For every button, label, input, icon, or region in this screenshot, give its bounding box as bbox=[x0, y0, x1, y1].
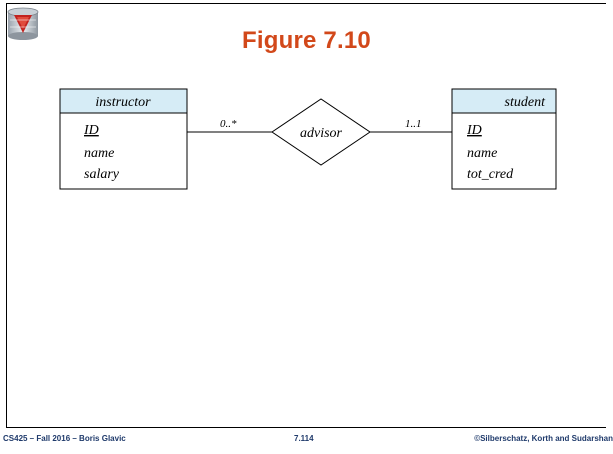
attribute-student-tot-cred: tot_cred bbox=[467, 167, 514, 182]
entity-student-name: student bbox=[505, 95, 547, 110]
cardinality-right: 1..1 bbox=[405, 118, 422, 130]
cardinality-left: 0..* bbox=[220, 118, 237, 130]
page-title: Figure 7.10 bbox=[242, 27, 371, 54]
relationship-name: advisor bbox=[300, 126, 343, 141]
footer-page-number: 7.114 bbox=[294, 434, 314, 443]
attribute-student-id: ID bbox=[466, 123, 482, 138]
entity-student: student ID name tot_cred bbox=[451, 88, 557, 190]
database-logo-icon bbox=[7, 7, 39, 40]
attribute-student-name: name bbox=[467, 146, 497, 161]
entity-instructor-body bbox=[59, 112, 188, 190]
slide-frame bbox=[6, 3, 606, 428]
relationship-advisor: advisor bbox=[271, 98, 371, 166]
entity-instructor-name: instructor bbox=[95, 95, 151, 110]
attribute-instructor-id: ID bbox=[83, 123, 99, 138]
attribute-instructor-name: name bbox=[84, 146, 114, 161]
attribute-instructor-salary: salary bbox=[84, 167, 120, 182]
relationship-diamond bbox=[271, 98, 371, 166]
footer-course: CS425 – Fall 2016 – Boris Glavic bbox=[3, 434, 126, 443]
entity-instructor: instructor ID name salary bbox=[59, 88, 188, 190]
footer-copyright: ©Silberschatz, Korth and Sudarshan bbox=[474, 434, 613, 443]
footer: CS425 – Fall 2016 – Boris Glavic 7.114 ©… bbox=[0, 432, 613, 454]
entity-student-body bbox=[451, 112, 557, 190]
